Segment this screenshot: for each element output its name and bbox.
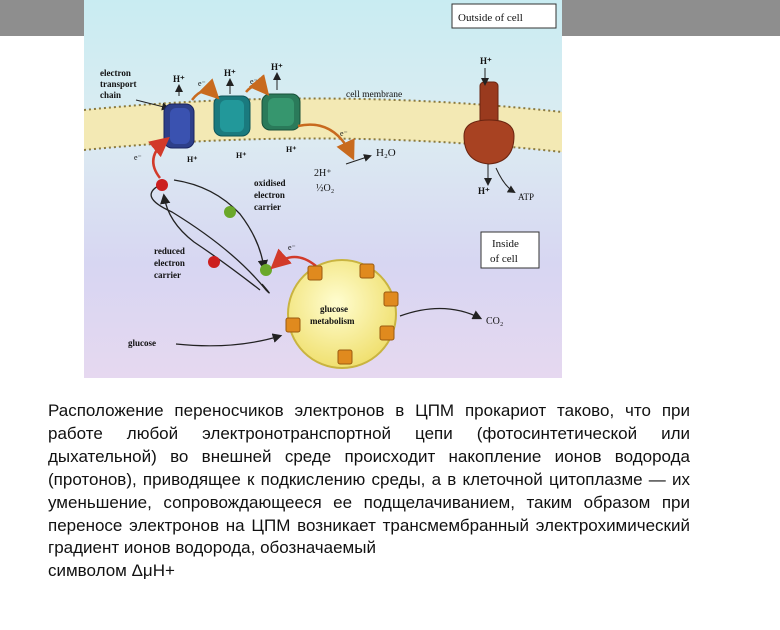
electron-transport-diagram: Outside of cell Inside of cell cell memb… bbox=[84, 0, 562, 378]
caption-text: Расположение переносчиков электронов в Ц… bbox=[48, 400, 690, 583]
glucose-metabolism-label: glucose bbox=[320, 304, 348, 314]
h-plus-label: H⁺ bbox=[478, 186, 490, 196]
h-plus-label: H⁺ bbox=[286, 145, 296, 154]
glucose-metabolism-label: metabolism bbox=[310, 316, 355, 326]
e-minus-label: e⁻ bbox=[288, 243, 296, 252]
reduced-carrier-dot bbox=[156, 179, 168, 191]
svg-text:transport: transport bbox=[100, 79, 137, 89]
cell-membrane-band bbox=[84, 98, 562, 152]
co2-label: CO₂ bbox=[486, 316, 503, 327]
svg-text:Outside of cell: Outside of cell bbox=[458, 12, 523, 24]
reduced-carrier-dot bbox=[208, 256, 220, 268]
e-minus-label: e⁻ bbox=[198, 79, 206, 88]
e-minus-label: e⁻ bbox=[340, 129, 348, 138]
h-plus-label: H⁺ bbox=[224, 68, 236, 78]
h-plus-label: H⁺ bbox=[187, 155, 197, 164]
h-plus-label: H⁺ bbox=[271, 62, 283, 72]
e-minus-label: e⁻ bbox=[250, 77, 258, 86]
half-o2-label: ½O₂ bbox=[316, 183, 334, 194]
glucose-label: glucose bbox=[128, 338, 156, 348]
glucose-metabolism-circle bbox=[285, 259, 399, 369]
svg-text:Inside: Inside bbox=[492, 238, 519, 250]
caption-body: Расположение переносчиков электронов в Ц… bbox=[48, 401, 690, 558]
svg-text:electron: electron bbox=[254, 190, 285, 200]
h-plus-label: H⁺ bbox=[480, 56, 492, 66]
h2o-label: H₂O bbox=[376, 147, 396, 159]
cell-membrane-label: cell membrane bbox=[346, 90, 402, 100]
svg-text:reduced: reduced bbox=[154, 246, 185, 256]
atp-synthase bbox=[463, 81, 515, 165]
svg-text:electron: electron bbox=[154, 258, 185, 268]
atp-label: ATP bbox=[518, 192, 534, 202]
etc-complex-1 bbox=[163, 103, 195, 149]
h-plus-label: H⁺ bbox=[236, 151, 246, 160]
svg-text:electron: electron bbox=[100, 68, 131, 78]
reduced-electron-carrier-label: reduced electron carrier bbox=[154, 246, 185, 280]
electron-transport-chain-label: electron transport chain bbox=[100, 68, 137, 100]
h-plus-label: H⁺ bbox=[173, 74, 185, 84]
etc-complex-3 bbox=[261, 93, 301, 131]
svg-text:carrier: carrier bbox=[154, 270, 181, 280]
e-minus-label: e⁻ bbox=[134, 153, 142, 162]
etc-complex-2 bbox=[213, 95, 251, 137]
two-h-label: 2H⁺ bbox=[314, 168, 332, 179]
oxidised-carrier-dot bbox=[224, 206, 236, 218]
svg-text:of cell: of cell bbox=[490, 253, 518, 265]
oxidised-electron-carrier-label: oxidised electron carrier bbox=[254, 178, 286, 212]
caption-last-line: символом ΔμН+ bbox=[48, 561, 175, 581]
outside-of-cell-label: Outside of cell bbox=[451, 3, 557, 29]
svg-text:carrier: carrier bbox=[254, 202, 281, 212]
svg-text:chain: chain bbox=[100, 90, 121, 100]
inside-of-cell-label: Inside of cell bbox=[480, 231, 540, 269]
svg-text:oxidised: oxidised bbox=[254, 178, 286, 188]
oxidised-carrier-dot bbox=[260, 264, 272, 276]
